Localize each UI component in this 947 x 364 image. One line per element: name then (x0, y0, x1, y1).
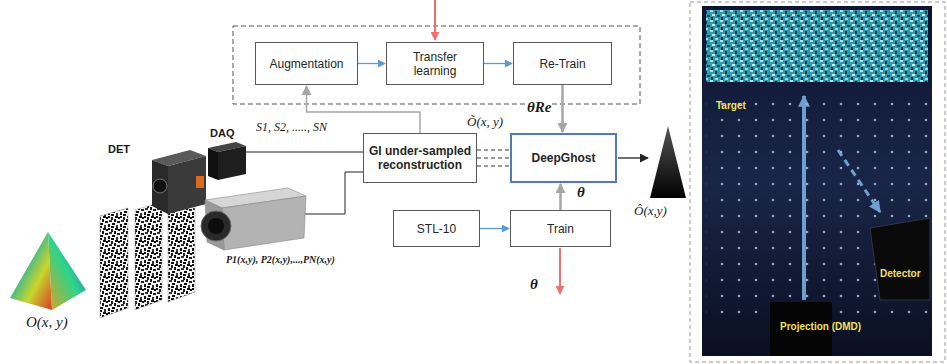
pattern-label: P1(x,y), P2(x,y),...,PN(x,y) (226, 254, 335, 265)
detector-camera (152, 160, 168, 214)
process-box: Re-Train (513, 42, 612, 85)
projector-lens (201, 211, 231, 241)
edge-label: θRe (526, 99, 552, 116)
box-text: Augmentation (269, 57, 343, 71)
output-arrow (618, 157, 648, 158)
photo-label: Projection (DMD) (780, 321, 861, 332)
lab-photo (702, 6, 932, 356)
box-text: Transfer learning (391, 50, 479, 78)
reconstruction-box: GI under-sampled reconstruction (363, 133, 477, 183)
object-label: O(x, y) (26, 314, 68, 331)
detector-camera (168, 156, 206, 214)
speckle-pattern (100, 208, 128, 318)
box-text: Train (547, 222, 574, 236)
edge-label: Õ(x, y) (466, 114, 504, 130)
projector (222, 196, 306, 250)
target-screen (706, 10, 928, 82)
photo-label: Target (716, 100, 746, 111)
object-pyramid (10, 232, 52, 310)
edge-label: θ (576, 184, 586, 201)
connector (562, 85, 563, 132)
detector-lens (153, 179, 167, 193)
connector (480, 228, 509, 229)
red-arrow (559, 248, 561, 294)
photo-frame (690, 2, 945, 362)
network-box: DeepGhost (510, 133, 617, 183)
daq-box (218, 146, 246, 180)
output-label: Ô(x,y) (634, 203, 667, 219)
dataset-box: STL-10 (393, 210, 480, 247)
process-box: Train (510, 210, 611, 247)
pattern-wire (303, 172, 363, 214)
detector-device (870, 218, 930, 300)
object-pyramid (48, 232, 86, 310)
projector-lens (208, 218, 224, 234)
red-arrow (434, 0, 436, 40)
signal-wire (246, 152, 363, 153)
signal-label: S1, S2, ....., SN (256, 120, 327, 135)
dashed-frame (233, 26, 640, 104)
projection-beam (802, 96, 806, 300)
device-label: DET (108, 143, 130, 155)
connector (560, 184, 561, 210)
detector-light (196, 176, 204, 188)
box-text: Re-Train (539, 57, 585, 71)
box-text: GI under-sampled reconstruction (368, 144, 472, 172)
process-box: Augmentation (255, 42, 358, 85)
box-text: STL-10 (417, 222, 456, 236)
box-text: DeepGhost (531, 151, 595, 165)
device-label: DAQ (210, 127, 234, 139)
photo-label: Detector (880, 268, 921, 279)
reconstructed-pyramid (650, 126, 686, 198)
speckle-pattern (135, 202, 162, 310)
connector (484, 63, 512, 64)
connector (358, 63, 385, 64)
daq-box (208, 148, 218, 180)
connector (477, 150, 510, 166)
reflection-beam (838, 150, 880, 212)
process-box: Transfer learning (386, 42, 484, 85)
parameter-label: θ (530, 276, 538, 293)
